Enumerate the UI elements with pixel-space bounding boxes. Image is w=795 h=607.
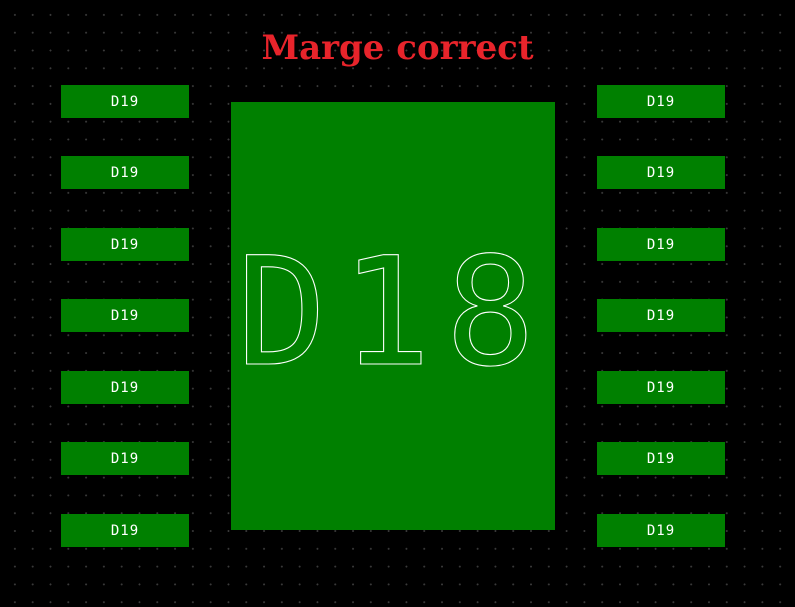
pad-left-4[interactable]: D19 [61,299,189,332]
pad-left-2[interactable]: D19 [61,156,189,189]
main-pad[interactable]: D18 [231,102,555,530]
main-pad-label: D18 [236,225,550,400]
pad-label: D19 [110,93,140,110]
pad-label: D19 [110,379,140,396]
pad-left-1[interactable]: D19 [61,85,189,118]
pad-label: D19 [110,307,140,324]
pad-label: D19 [646,164,676,181]
pad-right-6[interactable]: D19 [597,442,725,475]
pad-left-3[interactable]: D19 [61,228,189,261]
pad-label: D19 [646,236,676,253]
pad-right-5[interactable]: D19 [597,371,725,404]
pad-label: D19 [110,236,140,253]
pad-right-1[interactable]: D19 [597,85,725,118]
pad-right-3[interactable]: D19 [597,228,725,261]
main-pad-label-text: D18 [237,226,550,400]
pad-label: D19 [646,522,676,539]
pad-left-5[interactable]: D19 [61,371,189,404]
pad-left-7[interactable]: D19 [61,514,189,547]
pad-right-7[interactable]: D19 [597,514,725,547]
page-title: Marge correct [261,28,534,68]
pad-left-6[interactable]: D19 [61,442,189,475]
pad-label: D19 [646,93,676,110]
pad-right-2[interactable]: D19 [597,156,725,189]
pad-label: D19 [646,379,676,396]
pad-label: D19 [646,307,676,324]
pad-label: D19 [646,450,676,467]
pad-right-4[interactable]: D19 [597,299,725,332]
pad-label: D19 [110,450,140,467]
pad-label: D19 [110,522,140,539]
pad-label: D19 [110,164,140,181]
